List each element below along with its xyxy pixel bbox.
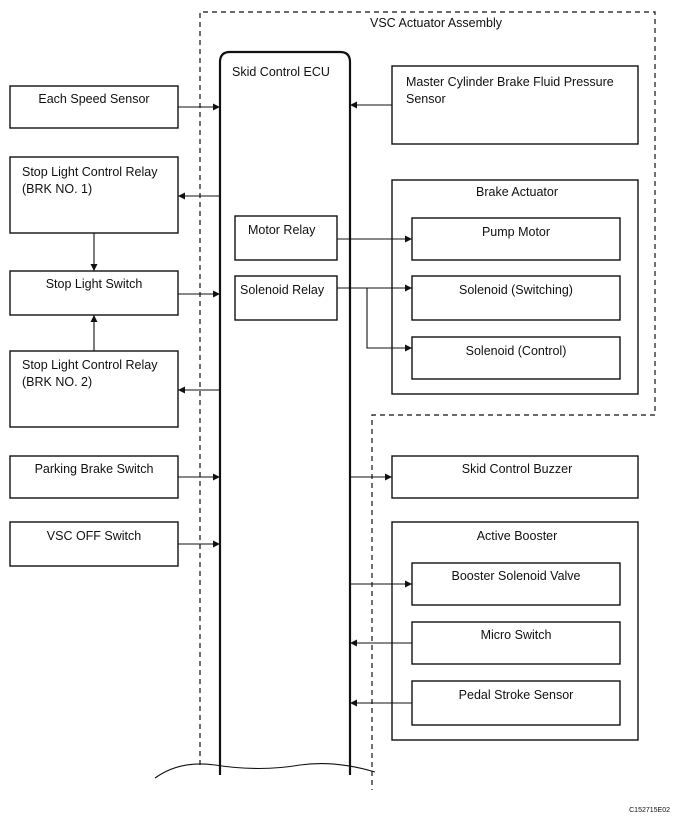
pedal-stroke-sensor-label: Pedal Stroke Sensor [459, 688, 574, 702]
booster-solenoid-valve-box [411, 562, 621, 606]
solenoid-switching-label: Solenoid (Switching) [459, 283, 573, 297]
micro-switch-label: Micro Switch [481, 628, 552, 642]
vsc-off-switch-label: VSC OFF Switch [47, 529, 142, 543]
motor-relay-box [234, 215, 338, 261]
master-cylinder-line1: Master Cylinder Brake Fluid Pressure [406, 75, 614, 89]
pump-motor-box [411, 217, 621, 261]
stop-light-relay-2-box [9, 350, 179, 428]
ecu-title: Skid Control ECU [232, 65, 330, 79]
booster-solenoid-valve-label: Booster Solenoid Valve [451, 569, 580, 583]
stop-light-relay-1-line1: Stop Light Control Relay [22, 165, 158, 179]
solenoid-switching-box [411, 275, 621, 321]
skid-control-ecu-box [218, 50, 352, 775]
stop-light-switch-label: Stop Light Switch [46, 277, 143, 291]
vsc-off-switch-box [9, 521, 179, 567]
stop-light-relay-2-line2: (BRK NO. 2) [22, 375, 92, 389]
solenoid-control-box [411, 336, 621, 380]
solenoid-relay-box [234, 275, 338, 321]
parking-brake-switch-label: Parking Brake Switch [35, 462, 154, 476]
master-cylinder-sensor-box [391, 65, 639, 145]
solenoid-relay-label: Solenoid Relay [240, 283, 325, 297]
brake-actuator-title: Brake Actuator [476, 185, 558, 199]
stop-light-relay-1-line2: (BRK NO. 1) [22, 182, 92, 196]
active-booster-title: Active Booster [477, 529, 558, 543]
pump-motor-label: Pump Motor [482, 225, 550, 239]
skid-control-buzzer-label: Skid Control Buzzer [462, 462, 572, 476]
pedal-stroke-sensor-box [411, 680, 621, 726]
micro-switch-box [411, 621, 621, 665]
assembly-title: VSC Actuator Assembly [370, 16, 503, 30]
speed-sensor-label: Each Speed Sensor [38, 92, 149, 106]
stop-light-relay-1-box [9, 156, 179, 234]
stop-light-relay-2-line1: Stop Light Control Relay [22, 358, 158, 372]
parking-brake-switch-box [9, 455, 179, 499]
figure-code: C152715E02 [629, 807, 670, 814]
solenoid-control-label: Solenoid (Control) [466, 344, 567, 358]
skid-control-buzzer-box [391, 455, 639, 499]
motor-relay-label: Motor Relay [248, 223, 316, 237]
arrow-solenoid-relay-to-control [366, 288, 412, 352]
master-cylinder-line2: Sensor [406, 92, 446, 106]
ecu-break-line [154, 763, 376, 779]
